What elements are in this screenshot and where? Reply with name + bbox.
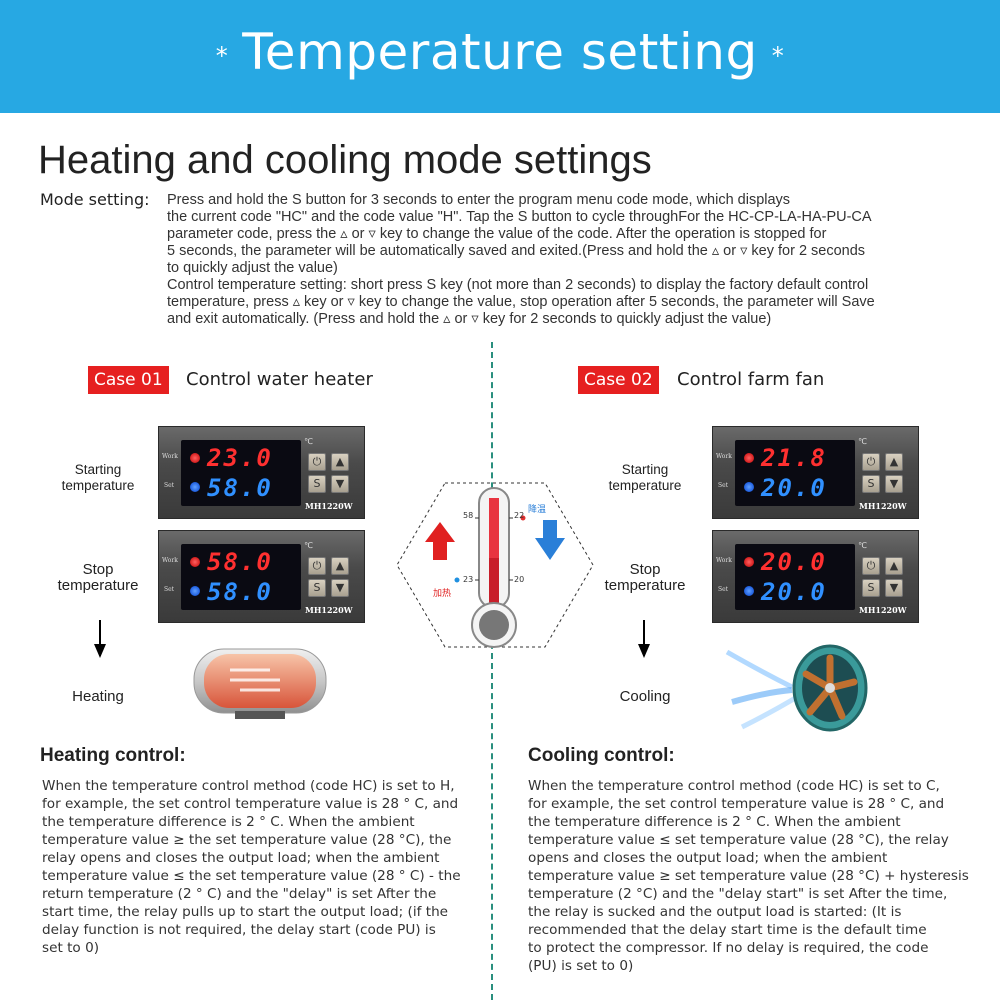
up-button-icon: ▲ bbox=[331, 557, 349, 575]
mode-line: the current code "HC" and the code value… bbox=[167, 209, 872, 225]
s-button-icon: S bbox=[308, 579, 326, 597]
case-01-badge: Case 01 bbox=[88, 366, 169, 394]
case-02-title: Control farm fan bbox=[677, 369, 825, 390]
thermostat-controller: Work Set 23.0 58.0 ℃ ⏻ ▲ S ▼ MH1220W bbox=[158, 426, 365, 519]
set-label: Set bbox=[718, 482, 729, 489]
set-indicator-icon bbox=[744, 482, 754, 492]
page-heading: Heating and cooling mode settings bbox=[38, 138, 652, 182]
current-temp-readout: 58.0 bbox=[207, 548, 273, 576]
model-label: MH1220W bbox=[859, 501, 907, 511]
down-button-icon: ▼ bbox=[885, 475, 903, 493]
mode-line: temperature, press ▵ key or ▿ key to cha… bbox=[167, 294, 875, 310]
cool-label: 降温 bbox=[528, 505, 547, 515]
power-button-icon: ⏻ bbox=[862, 557, 880, 575]
banner-title: * Temperature setting * bbox=[0, 22, 1000, 86]
set-temp-readout: 58.0 bbox=[207, 474, 273, 502]
work-indicator-icon bbox=[190, 557, 200, 567]
down-button-icon: ▼ bbox=[331, 579, 349, 597]
mode-setting-text: Press and hold the S button for 3 second… bbox=[167, 192, 967, 328]
mode-line: parameter code, press the ▵ or ▿ key to … bbox=[167, 226, 827, 242]
set-indicator-icon bbox=[190, 482, 200, 492]
cooling-control-text: When the temperature control method (cod… bbox=[528, 778, 969, 974]
celsius-unit: ℃ bbox=[304, 541, 313, 550]
work-label: Work bbox=[162, 557, 178, 564]
display-screen: 58.0 58.0 bbox=[181, 544, 301, 610]
thermostat-controller: Work Set 21.8 20.0 ℃ ⏻ ▲ S ▼ MH1220W bbox=[712, 426, 919, 519]
case-01-start-label: Starting temperature bbox=[61, 462, 135, 493]
fan-icon bbox=[725, 644, 868, 732]
mode-line: 5 seconds, the parameter will be automat… bbox=[167, 243, 866, 259]
case-02-result: Cooling bbox=[619, 688, 671, 705]
right-scale-top: 22 bbox=[514, 511, 525, 520]
work-indicator-icon bbox=[744, 453, 754, 463]
up-button-icon: ▲ bbox=[885, 557, 903, 575]
case-01-stop-label: Stop temperature bbox=[57, 561, 139, 594]
celsius-unit: ℃ bbox=[858, 437, 867, 446]
up-button-icon: ▲ bbox=[331, 453, 349, 471]
star-icon: * bbox=[215, 41, 229, 70]
water-heater-icon bbox=[193, 648, 327, 719]
mode-line: Press and hold the S button for 3 second… bbox=[167, 192, 791, 208]
work-label: Work bbox=[162, 453, 178, 460]
display-screen: 20.0 20.0 bbox=[735, 544, 855, 610]
mode-line: to quickly adjust the value) bbox=[167, 260, 338, 276]
set-temp-readout: 58.0 bbox=[207, 578, 273, 606]
celsius-unit: ℃ bbox=[304, 437, 313, 446]
thermometer-diagram: 58 23 22 20 加热 降温 bbox=[395, 480, 595, 650]
thermostat-controller: Work Set 20.0 20.0 ℃ ⏻ ▲ S ▼ MH1220W bbox=[712, 530, 919, 623]
thermometer-hexagon bbox=[396, 482, 594, 648]
case-02-start-label: Starting temperature bbox=[608, 462, 682, 493]
left-scale-top: 58 bbox=[463, 511, 474, 520]
current-temp-readout: 21.8 bbox=[761, 444, 827, 472]
power-button-icon: ⏻ bbox=[862, 453, 880, 471]
set-label: Set bbox=[164, 586, 175, 593]
down-arrow-icon bbox=[638, 620, 650, 658]
star-icon: * bbox=[771, 41, 785, 70]
set-label: Set bbox=[164, 482, 175, 489]
model-label: MH1220W bbox=[305, 501, 353, 511]
work-indicator-icon bbox=[744, 557, 754, 567]
s-button-icon: S bbox=[862, 475, 880, 493]
model-label: MH1220W bbox=[859, 605, 907, 615]
case-01-title: Control water heater bbox=[186, 369, 373, 390]
work-indicator-icon bbox=[190, 453, 200, 463]
heat-label: 加热 bbox=[433, 589, 452, 599]
mode-line: and exit automatically. (Press and hold … bbox=[167, 311, 772, 327]
display-screen: 21.8 20.0 bbox=[735, 440, 855, 506]
left-scale-bottom: 23 bbox=[463, 575, 474, 584]
set-indicator-icon bbox=[190, 586, 200, 596]
thermostat-controller: Work Set 58.0 58.0 ℃ ⏻ ▲ S ▼ MH1220W bbox=[158, 530, 365, 623]
set-temp-readout: 20.0 bbox=[761, 474, 827, 502]
right-scale-bottom: 20 bbox=[514, 575, 525, 584]
cooling-control-title: Cooling control: bbox=[528, 745, 675, 766]
celsius-unit: ℃ bbox=[858, 541, 867, 550]
display-screen: 23.0 58.0 bbox=[181, 440, 301, 506]
set-temp-readout: 20.0 bbox=[761, 578, 827, 606]
set-indicator-icon bbox=[744, 586, 754, 596]
banner-title-text: Temperature setting bbox=[242, 23, 758, 81]
model-label: MH1220W bbox=[305, 605, 353, 615]
up-button-icon: ▲ bbox=[885, 453, 903, 471]
work-label: Work bbox=[716, 557, 732, 564]
down-button-icon: ▼ bbox=[885, 579, 903, 597]
header-banner: * Temperature setting * bbox=[0, 0, 1000, 113]
case-02-badge: Case 02 bbox=[578, 366, 659, 394]
mode-setting-label: Mode setting: bbox=[40, 190, 150, 209]
s-button-icon: S bbox=[308, 475, 326, 493]
power-button-icon: ⏻ bbox=[308, 557, 326, 575]
work-label: Work bbox=[716, 453, 732, 460]
s-button-icon: S bbox=[862, 579, 880, 597]
down-arrow-icon bbox=[94, 620, 106, 658]
center-divider bbox=[491, 342, 493, 1000]
heating-control-text: When the temperature control method (cod… bbox=[42, 778, 461, 956]
current-temp-readout: 23.0 bbox=[207, 444, 273, 472]
heating-control-title: Heating control: bbox=[40, 745, 186, 766]
mode-line: Control temperature setting: short press… bbox=[167, 277, 869, 293]
down-button-icon: ▼ bbox=[331, 475, 349, 493]
current-temp-readout: 20.0 bbox=[761, 548, 827, 576]
power-button-icon: ⏻ bbox=[308, 453, 326, 471]
set-label: Set bbox=[718, 586, 729, 593]
case-02-stop-label: Stop temperature bbox=[604, 561, 686, 594]
case-01-result: Heating bbox=[72, 688, 124, 705]
